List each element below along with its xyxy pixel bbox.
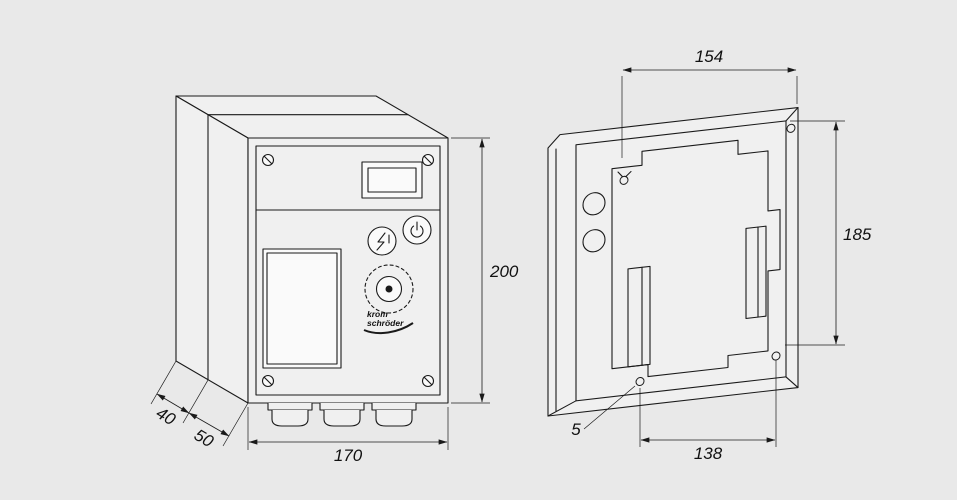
dimension-inner-width: 154 bbox=[621, 47, 798, 158]
standoff-bracket-right bbox=[745, 225, 767, 319]
knob-indicator-dot bbox=[385, 285, 393, 293]
front-perspective-view: krom schröder bbox=[175, 95, 449, 427]
knockout-hole bbox=[582, 192, 606, 216]
brand-swoosh bbox=[363, 322, 414, 335]
power-icon bbox=[410, 221, 424, 238]
dim-label-inner-width: 154 bbox=[695, 47, 723, 66]
cable-gland bbox=[319, 402, 365, 427]
back-view-dimensions: 154 185 138 5 bbox=[571, 47, 872, 463]
dim-label-height: 200 bbox=[489, 262, 519, 281]
dimension-height: 200 bbox=[451, 137, 519, 404]
brand-logo: krom schröder bbox=[363, 309, 414, 335]
dimension-inner-height: 185 bbox=[785, 120, 872, 346]
dimension-hole-spacing: 138 bbox=[639, 360, 777, 463]
mounting-hole bbox=[786, 123, 796, 133]
dim-label-depth-front: 50 bbox=[191, 425, 217, 451]
panel-screws bbox=[261, 153, 435, 388]
dim-label-hole-detail: 5 bbox=[571, 420, 581, 439]
cable-gland bbox=[371, 402, 417, 427]
sensor-knob[interactable] bbox=[364, 264, 414, 314]
dimension-width: 170 bbox=[247, 407, 449, 465]
standoff-bracket-left bbox=[627, 265, 651, 368]
display-window bbox=[361, 161, 423, 199]
mounting-plate-outline bbox=[611, 139, 781, 378]
back-open-housing-view bbox=[547, 106, 799, 417]
reset-icon bbox=[376, 232, 390, 251]
reset-button[interactable] bbox=[367, 226, 397, 256]
mounting-hole bbox=[635, 376, 645, 387]
cable-gland bbox=[267, 402, 313, 427]
viewing-window bbox=[262, 248, 342, 369]
brand-line-1: krom bbox=[367, 309, 388, 319]
front-door-panel bbox=[255, 145, 441, 396]
dim-label-width: 170 bbox=[334, 446, 363, 465]
inner-wall-outline bbox=[575, 120, 787, 402]
knob-dashed-outline bbox=[364, 264, 414, 314]
dim-label-inner-height: 185 bbox=[843, 225, 872, 244]
corner-joint-lines bbox=[547, 106, 799, 417]
dim-label-depth-rear: 40 bbox=[153, 403, 179, 429]
mounting-hole bbox=[619, 175, 629, 185]
door-seam-lines bbox=[207, 114, 409, 381]
power-button[interactable] bbox=[402, 215, 432, 245]
brand-line-2: schröder bbox=[367, 318, 404, 328]
housing-side-face bbox=[175, 95, 249, 404]
dim-label-hole-spacing: 138 bbox=[694, 444, 723, 463]
front-view-dimensions: 200 170 40 50 bbox=[150, 137, 519, 465]
mounting-holes bbox=[617, 123, 796, 387]
dimension-hole-detail: 5 bbox=[571, 385, 636, 439]
cable-knockouts bbox=[582, 192, 606, 253]
knockout-hole bbox=[582, 229, 606, 253]
housing-outline bbox=[547, 106, 799, 417]
cable-glands bbox=[267, 402, 417, 427]
mounting-hole bbox=[771, 351, 781, 361]
